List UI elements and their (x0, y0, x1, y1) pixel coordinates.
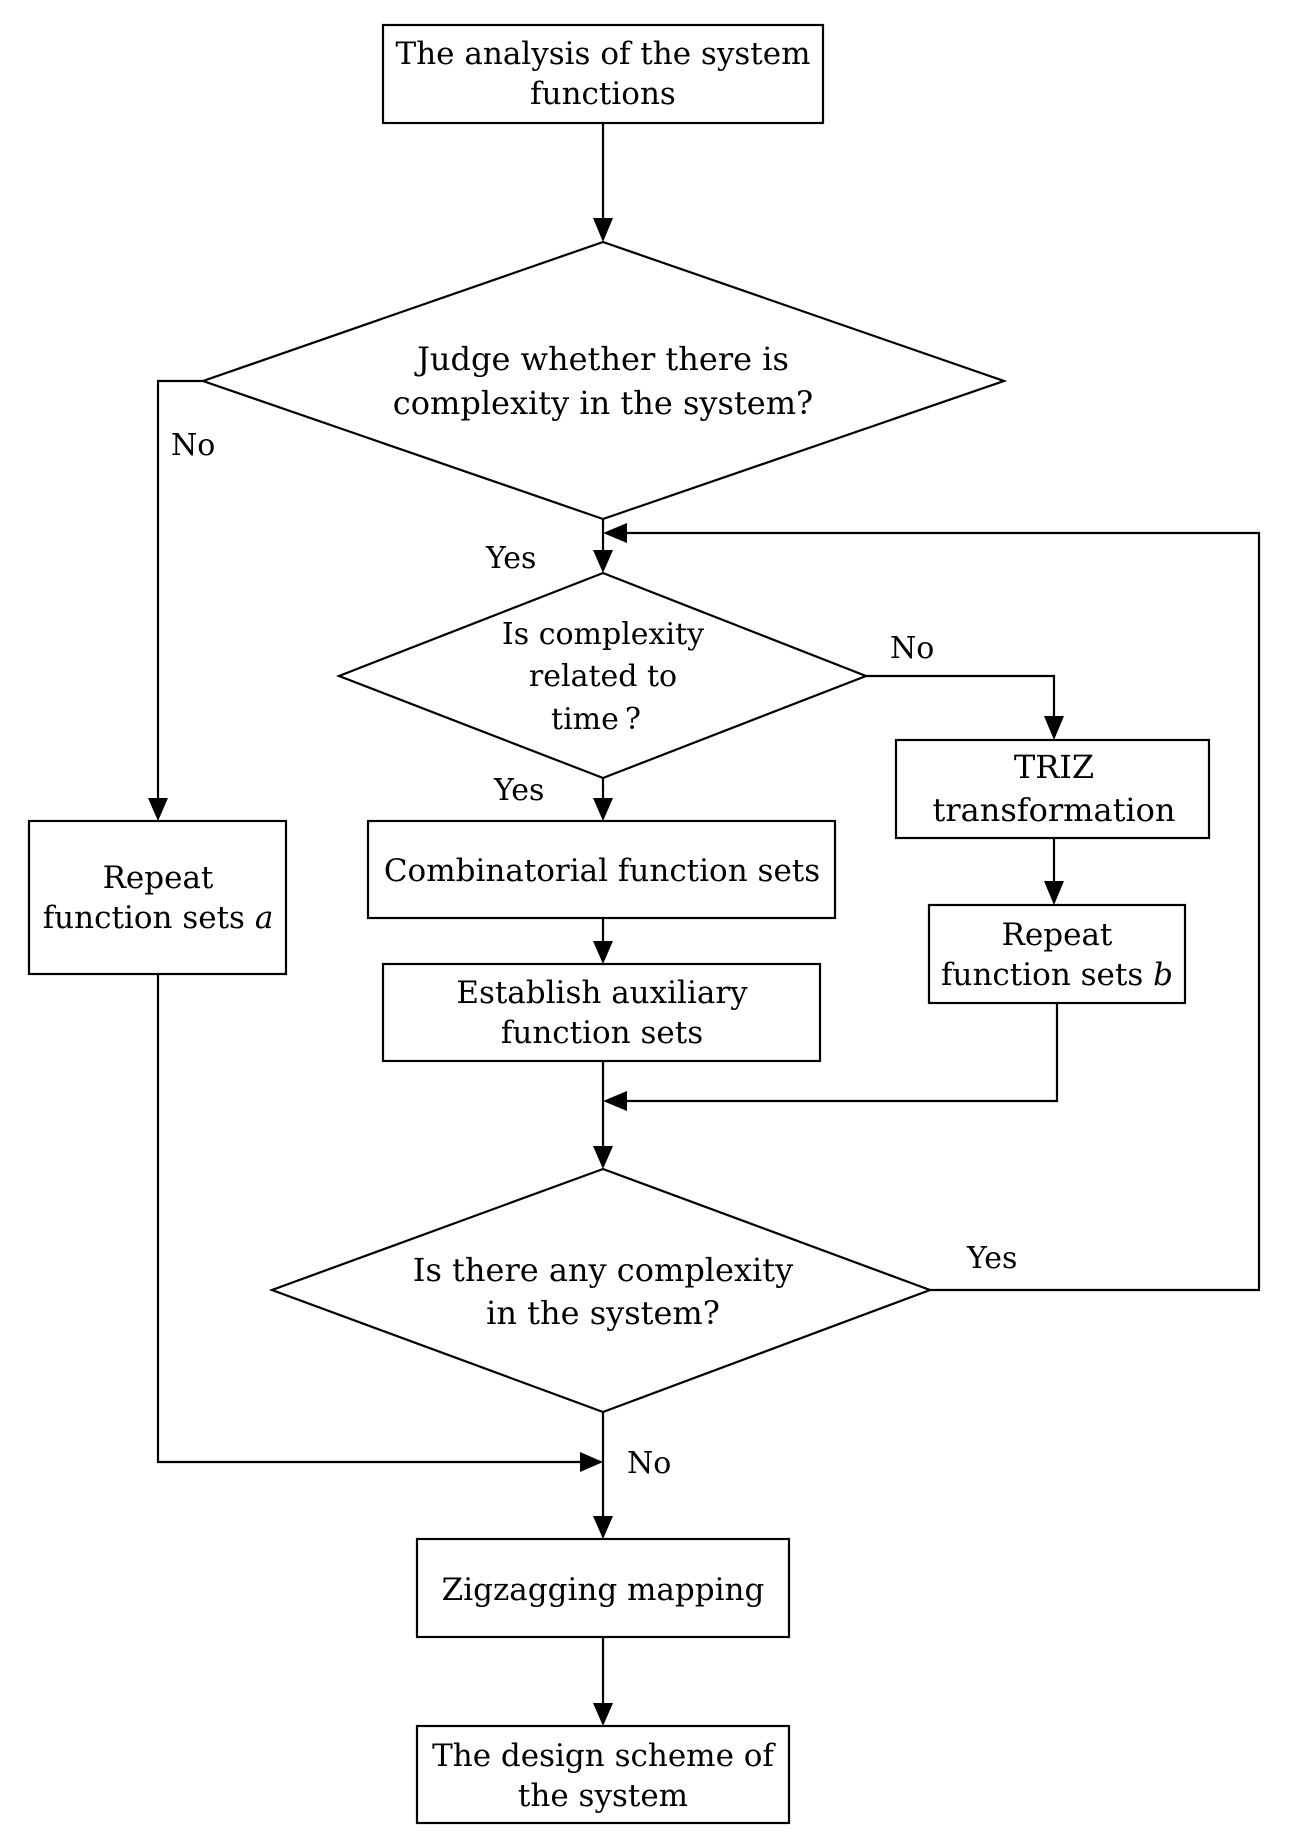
edge-label-judge-yes: Yes (485, 541, 536, 576)
edge-label-time-no: No (890, 631, 934, 666)
judge-text-2: complexity in the system? (393, 384, 813, 422)
triz-text-1: TRIZ (1014, 748, 1094, 786)
design-text-1: The design scheme of (432, 1738, 776, 1774)
analysis-text-2: functions (530, 76, 676, 112)
connectors (156, 123, 1261, 1703)
zigzag-box (415, 1537, 791, 1639)
repeat-b-text-1: Repeat (1002, 917, 1113, 953)
related-time-text-2: related to (529, 659, 677, 694)
triz-box (894, 738, 1211, 840)
edge-label-time-yes: Yes (493, 773, 544, 808)
edge-label-any-yes: Yes (966, 1241, 1017, 1276)
repeat-b-box (927, 903, 1187, 1005)
auxiliary-text-1: Establish auxiliary (456, 975, 748, 1011)
arrowheads (148, 218, 1064, 1726)
any-complexity-text-1: Is there any complexity (413, 1251, 793, 1289)
zigzag-text: Zigzagging mapping (442, 1572, 765, 1608)
design-text-2: the system (518, 1778, 688, 1814)
related-time-text-1: Is complexity (502, 617, 704, 652)
edge-label-any-no: No (627, 1446, 671, 1481)
analysis-box (381, 23, 825, 125)
analysis-text-1: The analysis of the system (396, 36, 811, 72)
repeat-a-var: a (255, 900, 273, 936)
repeat-a-box (27, 819, 288, 976)
related-time-text-3: time ? (551, 702, 641, 737)
repeat-a-text-1: Repeat (103, 860, 214, 896)
repeat-a-text-2: function sets a (43, 900, 274, 936)
judge-complexity-diamond (199, 240, 1008, 521)
edge-label-judge-no: No (171, 428, 215, 463)
triz-text-2: transformation (932, 791, 1175, 829)
design-box (415, 1724, 791, 1825)
repeat-b-text-2: function sets b (941, 957, 1173, 993)
any-complexity-diamond (268, 1167, 934, 1414)
auxiliary-text-2: function sets (501, 1015, 703, 1051)
combinatorial-box (366, 819, 837, 920)
any-complexity-text-2: in the system? (486, 1294, 720, 1332)
judge-text-1: Judge whether there is (414, 340, 789, 378)
combinatorial-text: Combinatorial function sets (384, 853, 820, 889)
repeat-b-var: b (1153, 957, 1173, 993)
auxiliary-box (381, 962, 822, 1063)
